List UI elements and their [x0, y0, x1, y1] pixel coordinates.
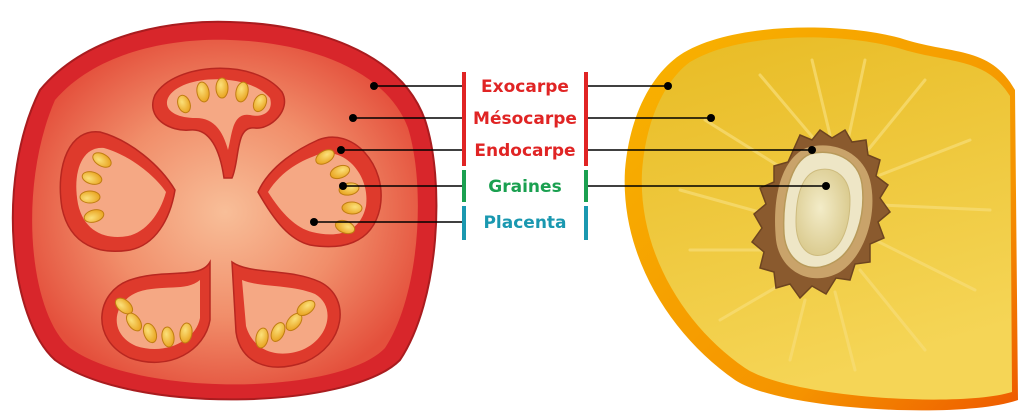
leader-dot	[822, 182, 830, 190]
pericarp-bracket-right	[584, 72, 588, 166]
seed	[342, 202, 362, 215]
leader-dot	[310, 218, 318, 226]
label-placenta: Placenta	[483, 213, 566, 233]
label-mesocarpe: Mésocarpe	[473, 109, 577, 129]
label-endocarpe: Endocarpe	[474, 141, 575, 161]
seed	[216, 78, 228, 98]
leader-dot	[707, 114, 715, 122]
placenta-bracket-left	[462, 206, 466, 240]
pericarp-bracket-left	[462, 72, 466, 166]
tomato-cross-section	[13, 22, 437, 400]
leader-dot	[808, 146, 816, 154]
seeds-bracket-left	[462, 170, 466, 202]
peach-cross-section	[625, 28, 1018, 411]
seeds-bracket-right	[584, 170, 588, 202]
leader-dot	[339, 182, 347, 190]
seed	[80, 191, 100, 203]
placenta-bracket-right	[584, 206, 588, 240]
label-exocarpe: Exocarpe	[481, 77, 569, 97]
label-graines: Graines	[488, 177, 561, 197]
leader-dot	[370, 82, 378, 90]
leader-dot	[349, 114, 357, 122]
leader-dot	[664, 82, 672, 90]
leader-dot	[337, 146, 345, 154]
